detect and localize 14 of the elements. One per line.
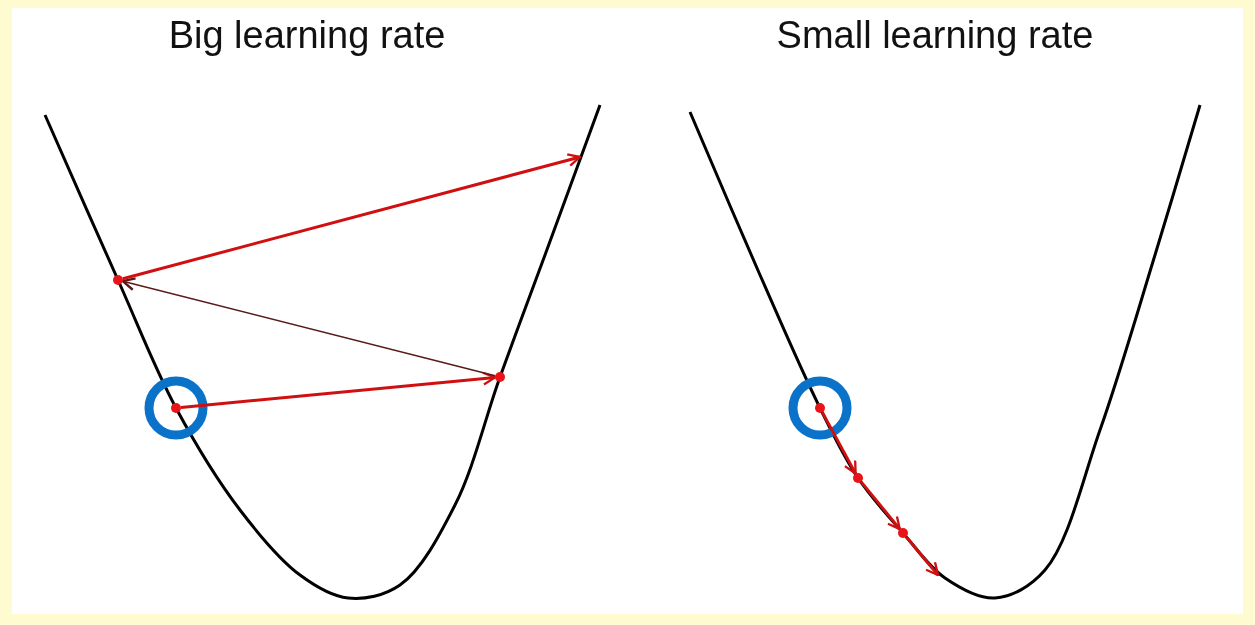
arrow xyxy=(121,277,496,377)
arrow xyxy=(122,153,582,281)
point-dot xyxy=(113,275,123,285)
arrow xyxy=(180,371,497,409)
arrow xyxy=(860,480,901,531)
panel-title: Small learning rate xyxy=(776,14,1094,57)
arrow xyxy=(905,535,940,577)
panel-title: Big learning rate xyxy=(168,14,446,57)
arrow xyxy=(821,411,857,475)
point-dot xyxy=(853,473,863,483)
point-dot xyxy=(171,403,181,413)
point-dot xyxy=(815,403,825,413)
point-dot xyxy=(898,528,908,538)
point-dot xyxy=(495,372,505,382)
